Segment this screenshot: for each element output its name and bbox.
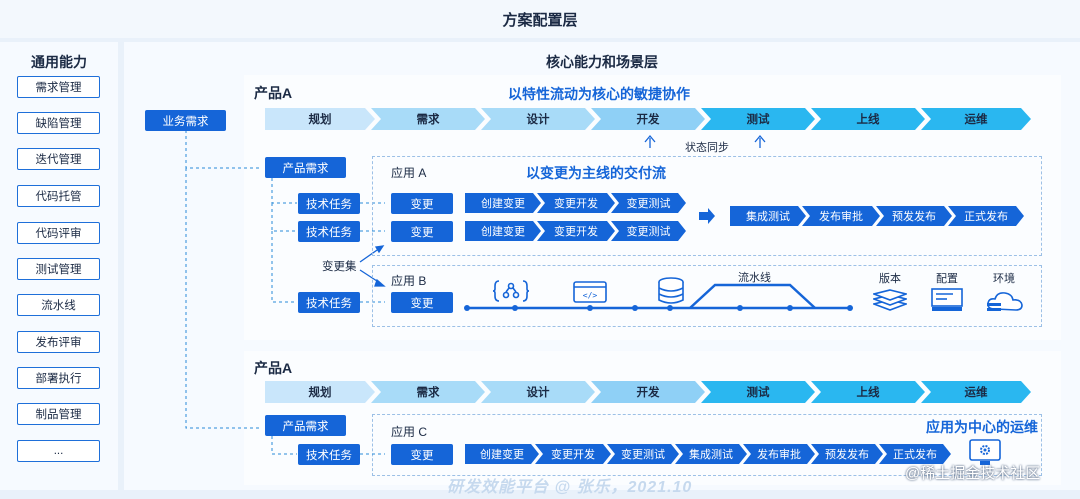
product-title: 产品A	[254, 360, 293, 376]
flow-step-change-dev[interactable]: 变更开发	[537, 193, 615, 213]
capability-item-more[interactable]: ...	[17, 440, 100, 462]
flow-step-change-dev[interactable]: 变更开发	[535, 444, 611, 464]
flow-step-release-approval[interactable]: 发布审批	[802, 206, 880, 226]
stage-plan[interactable]: 规划	[265, 108, 375, 130]
status-sync-label: 状态同步	[685, 142, 729, 154]
capability-item[interactable]: 迭代管理	[17, 148, 100, 170]
app-c-area	[372, 414, 1042, 476]
database-icon	[658, 277, 684, 304]
common-capabilities-title: 通用能力	[31, 54, 87, 70]
tech-task-box[interactable]: 技术任务	[298, 292, 360, 313]
capability-item[interactable]: 需求管理	[17, 76, 100, 98]
capability-item[interactable]: 流水线	[17, 294, 100, 316]
config-label: 配置	[936, 273, 958, 285]
tech-task-box[interactable]: 技术任务	[298, 444, 360, 465]
capability-item[interactable]: 代码托管	[17, 185, 100, 207]
app-b-area	[372, 265, 1042, 327]
flow-step-change-test[interactable]: 变更测试	[611, 221, 686, 241]
change-box[interactable]: 变更	[391, 221, 453, 242]
capability-item[interactable]: 缺陷管理	[17, 112, 100, 134]
stage-test[interactable]: 测试	[701, 108, 815, 130]
monitor-gear-icon	[969, 439, 1001, 465]
watermark-text: 研发效能平台 @ 张乐，2021.10	[447, 479, 693, 496]
svg-text:</>: </>	[583, 291, 598, 300]
capability-item[interactable]: 代码评审	[17, 222, 100, 244]
common-capabilities-panel: 通用能力 需求管理 缺陷管理 迭代管理 代码托管 代码评审 测试管理 流水线 发…	[0, 42, 118, 490]
business-requirement-box[interactable]: 业务需求	[145, 110, 226, 131]
flow-step-pre-release[interactable]: 预发发布	[811, 444, 883, 464]
flow-step-release-approval[interactable]: 发布审批	[743, 444, 815, 464]
tech-task-box[interactable]: 技术任务	[298, 221, 360, 242]
delivery-flow-heading: 以变更为主线的交付流	[526, 165, 666, 181]
cloud-environment-icon	[987, 292, 1023, 311]
layers-icon	[873, 289, 907, 311]
flow-step-pre-release[interactable]: 预发发布	[876, 206, 952, 226]
core-capabilities-title: 核心能力和场景层	[546, 54, 658, 70]
flow-step-change-test[interactable]: 变更测试	[611, 193, 686, 213]
stage-requirement[interactable]: 需求	[371, 108, 485, 130]
version-label: 版本	[879, 273, 901, 285]
flow-step-integration-test[interactable]: 集成测试	[675, 444, 747, 464]
change-box[interactable]: 变更	[391, 193, 453, 214]
stage-operations[interactable]: 运维	[921, 381, 1031, 403]
agile-collab-heading: 以特性流动为核心的敏捷协作	[508, 86, 690, 102]
stage-operations[interactable]: 运维	[921, 108, 1031, 130]
capability-item[interactable]: 制品管理	[17, 403, 100, 425]
app-a-label: 应用 A	[391, 166, 427, 180]
corner-watermark: @稀土掘金技术社区	[905, 465, 1041, 482]
stage-requirement[interactable]: 需求	[371, 381, 485, 403]
environment-label: 环境	[993, 273, 1015, 285]
top-title: 方案配置层	[0, 0, 1080, 38]
code-branch-icon	[493, 280, 529, 302]
flow-step-official-release[interactable]: 正式发布	[948, 206, 1024, 226]
product-requirement-box[interactable]: 产品需求	[265, 157, 346, 178]
change-box[interactable]: 变更	[391, 292, 453, 313]
stage-develop[interactable]: 开发	[591, 381, 705, 403]
stage-launch[interactable]: 上线	[811, 381, 925, 403]
capability-item[interactable]: 测试管理	[17, 258, 100, 280]
stage-design[interactable]: 设计	[481, 108, 595, 130]
flow-step-create-change[interactable]: 创建变更	[465, 221, 541, 241]
stage-launch[interactable]: 上线	[811, 108, 925, 130]
flow-step-change-test[interactable]: 变更测试	[607, 444, 679, 464]
app-c-label: 应用 C	[391, 425, 428, 439]
stage-plan[interactable]: 规划	[265, 381, 375, 403]
flow-step-create-change[interactable]: 创建变更	[465, 444, 539, 464]
app-centric-ops-heading: 应用为中心的运维	[926, 419, 1038, 435]
pipeline-label: 流水线	[738, 272, 771, 284]
flow-step-create-change[interactable]: 创建变更	[465, 193, 541, 213]
product-requirement-box[interactable]: 产品需求	[265, 415, 346, 436]
stage-design[interactable]: 设计	[481, 381, 595, 403]
code-window-icon: </>	[573, 281, 607, 303]
change-set-label: 变更集	[322, 261, 357, 273]
capability-item[interactable]: 部署执行	[17, 367, 100, 389]
config-panel-icon	[931, 288, 963, 311]
product-title: 产品A	[254, 85, 293, 101]
tech-task-box[interactable]: 技术任务	[298, 193, 360, 214]
flow-step-integration-test[interactable]: 集成测试	[730, 206, 806, 226]
flow-step-official-release[interactable]: 正式发布	[879, 444, 951, 464]
capability-item[interactable]: 发布评审	[17, 331, 100, 353]
stage-develop[interactable]: 开发	[591, 108, 705, 130]
app-b-label: 应用 B	[391, 274, 427, 288]
change-box[interactable]: 变更	[391, 444, 453, 465]
flow-step-change-dev[interactable]: 变更开发	[537, 221, 615, 241]
app-a-area	[372, 156, 1042, 256]
stage-test[interactable]: 测试	[701, 381, 815, 403]
